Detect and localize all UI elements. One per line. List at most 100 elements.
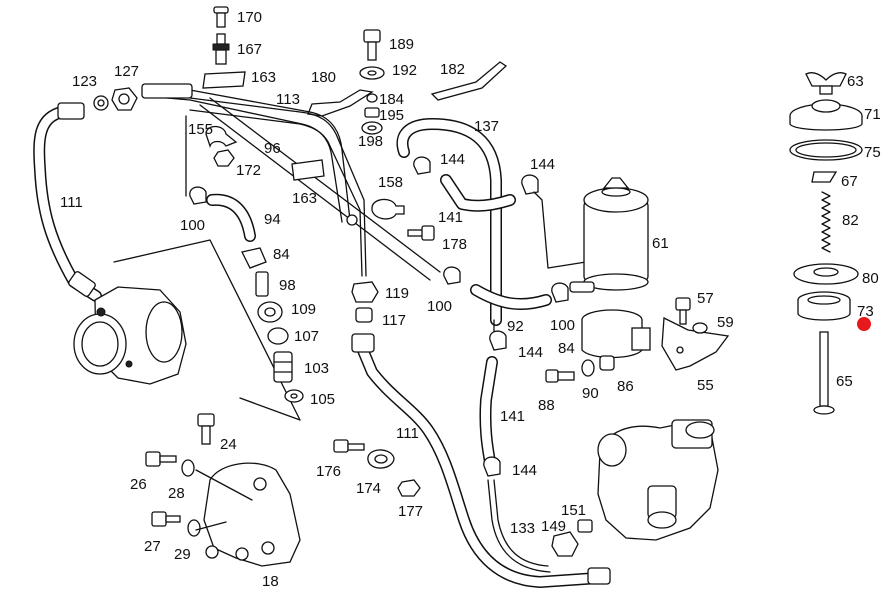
callout-172: 172 [236, 162, 261, 179]
part-184 [366, 93, 378, 103]
callout-92: 92 [507, 318, 524, 335]
callout-149: 149 [541, 518, 566, 535]
fitting-151 [577, 519, 593, 533]
nut-177 [397, 479, 421, 497]
nut-127 [111, 87, 138, 111]
hose-92 [470, 284, 552, 311]
callout-96: 96 [264, 140, 281, 157]
washer-192 [359, 66, 385, 80]
screw-176 [333, 439, 365, 453]
washer-29 [187, 519, 201, 537]
washer-90 [581, 359, 595, 377]
callout-180: 180 [311, 69, 336, 86]
bracket-163-top [202, 71, 246, 89]
callout-88: 88 [538, 397, 555, 414]
callout-182: 182 [440, 61, 465, 78]
clamp-144b [521, 174, 539, 195]
stud-167 [212, 33, 230, 65]
fitting-103 [273, 351, 293, 383]
clamp-144d [483, 456, 501, 477]
fitting-123 [93, 95, 109, 111]
callout-167: 167 [237, 41, 262, 58]
callout-57: 57 [697, 290, 714, 307]
callout-170: 170 [237, 9, 262, 26]
clamp-100-left [189, 186, 207, 205]
callout-189: 189 [389, 36, 414, 53]
callout-195: 195 [379, 107, 404, 124]
steering-gear [597, 419, 719, 541]
callout-67: 67 [841, 173, 858, 190]
callout-163: 163 [251, 69, 276, 86]
fitting-149 [551, 531, 579, 557]
clamp-100-right [551, 282, 569, 303]
callout-184: 184 [379, 91, 404, 108]
clamp-144a [413, 156, 431, 175]
fitting-98 [255, 271, 269, 297]
line-133b [487, 479, 551, 573]
clip-67 [811, 171, 838, 183]
clamp-174 [367, 449, 395, 469]
callout-141: 141 [438, 209, 463, 226]
callout-98: 98 [279, 277, 296, 294]
hose-111-center [351, 333, 611, 588]
callout-86: 86 [617, 378, 634, 395]
callout-75: 75 [864, 144, 881, 161]
callout-111: 111 [60, 194, 83, 211]
screw-170 [213, 6, 229, 28]
callout-144: 144 [530, 156, 555, 173]
callout-82: 82 [842, 212, 859, 229]
callout-176: 176 [316, 463, 341, 480]
callout-178: 178 [442, 236, 467, 253]
bracket-182 [430, 61, 508, 101]
callout-109: 109 [291, 301, 316, 318]
callout-105: 105 [310, 391, 335, 408]
callout-71: 71 [864, 106, 881, 123]
callout-55: 55 [697, 377, 714, 394]
callout-144: 144 [512, 462, 537, 479]
bolt-189 [363, 29, 381, 61]
callout-100: 100 [550, 317, 575, 334]
screw-178 [407, 225, 435, 241]
lines-113 [141, 83, 441, 281]
callout-84: 84 [558, 340, 575, 357]
callout-24: 24 [220, 436, 237, 453]
line-to-reservoir [533, 191, 587, 269]
fitting-117 [355, 307, 373, 323]
nut-172 [213, 149, 235, 167]
hose-94 [206, 193, 256, 242]
hose-137 [396, 118, 502, 326]
reservoir-61 [583, 177, 649, 291]
line-133 [493, 479, 549, 567]
callout-80: 80 [862, 270, 879, 287]
callout-111: 111 [396, 425, 419, 442]
callout-137: 137 [474, 118, 499, 135]
callout-59: 59 [717, 314, 734, 331]
callout-198: 198 [358, 133, 383, 150]
fitting-109 [257, 301, 283, 323]
plate-80 [793, 263, 859, 285]
callout-141: 141 [500, 408, 525, 425]
gasket-75 [789, 139, 863, 161]
callout-103: 103 [304, 360, 329, 377]
callout-117: 117 [382, 312, 406, 329]
callout-127: 127 [114, 63, 139, 80]
callout-100: 100 [180, 217, 205, 234]
callout-65: 65 [836, 373, 853, 390]
callout-18: 18 [262, 573, 279, 590]
cover-71 [789, 99, 863, 131]
callout-73: 73 [857, 303, 874, 320]
callout-61: 61 [652, 235, 669, 252]
callout-119: 119 [385, 285, 409, 302]
fitting-119 [351, 281, 379, 303]
bolt-26 [145, 451, 177, 467]
bolt-57 [675, 297, 691, 325]
highlight-marker [857, 317, 871, 331]
nut-198 [361, 121, 383, 135]
bolt-88 [545, 369, 575, 383]
clamp-155 [205, 125, 238, 149]
callout-155: 155 [188, 121, 213, 138]
callout-123: 123 [72, 73, 97, 90]
callout-84: 84 [273, 246, 290, 263]
part-195 [364, 107, 380, 118]
